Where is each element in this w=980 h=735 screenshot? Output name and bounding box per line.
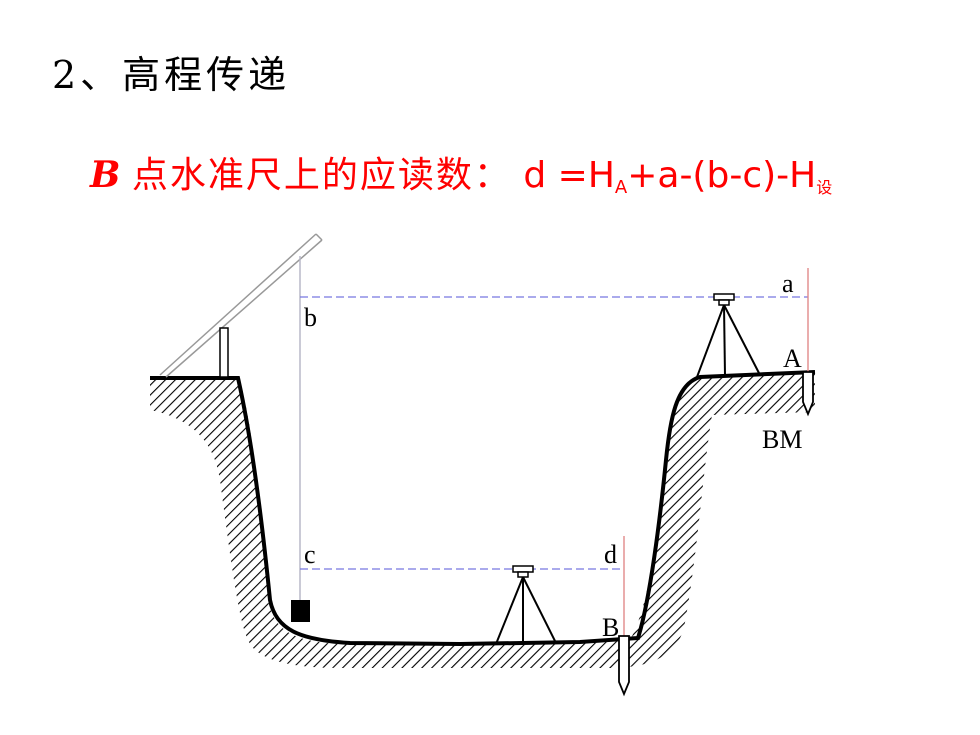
section-heading: 2、高程传递 <box>52 53 291 97</box>
lower-level-instrument <box>495 565 557 645</box>
label-point-a: A <box>783 344 802 373</box>
formula-sub-set: 设 <box>816 178 833 197</box>
formula-sub-a: A <box>614 177 628 198</box>
label-point-b: B <box>602 613 619 642</box>
label-a: a <box>782 269 794 298</box>
formula-lead: B <box>90 154 121 196</box>
tape-post <box>219 327 229 378</box>
ground-surface <box>150 370 816 647</box>
tape-weight <box>291 600 310 622</box>
earth-hatch <box>150 372 815 668</box>
formula-chinese: 点水准尺上的应读数： <box>131 155 512 196</box>
reading-formula: B 点水准尺上的应读数： d =HA+a-(b-c)-H设 <box>90 146 832 198</box>
label-c: c <box>304 540 316 569</box>
tape-arm-cap <box>315 233 323 241</box>
label-benchmark: BM <box>762 425 802 454</box>
label-b: b <box>304 303 317 332</box>
formula-expr-prefix: d =H <box>523 155 615 196</box>
stake-b <box>618 635 630 697</box>
formula-expr-mid: +a-(b-c)-H <box>627 155 817 196</box>
tape-arm-inner <box>165 239 323 378</box>
upper-level-instrument <box>696 293 761 378</box>
benchmark-stake-a <box>802 371 814 417</box>
label-d: d <box>604 540 617 569</box>
tape-arm-outer <box>159 233 317 376</box>
